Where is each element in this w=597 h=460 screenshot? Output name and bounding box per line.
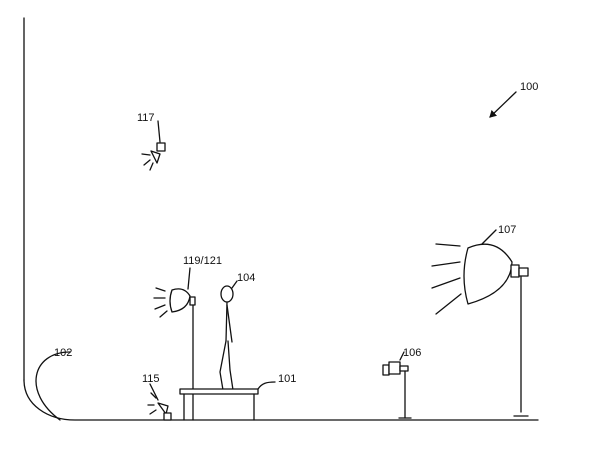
label-101: 101 [278,373,296,385]
label-107: 107 [498,224,516,236]
camera [382,351,412,419]
label-115: 115 [142,373,160,385]
label-104: 104 [237,272,255,284]
platform [179,381,276,421]
label-100: 100 [520,81,538,93]
key-light [431,229,529,417]
label-117: 117 [137,112,155,124]
floor-light [147,383,172,421]
side-light [153,267,196,421]
label-102: 102 [54,347,72,359]
label-119-121: 119/121 [183,255,222,267]
overhead-light [141,120,166,171]
subject [219,280,238,391]
backdrop [23,17,539,421]
system-arrow [489,91,517,118]
label-106: 106 [403,347,421,359]
